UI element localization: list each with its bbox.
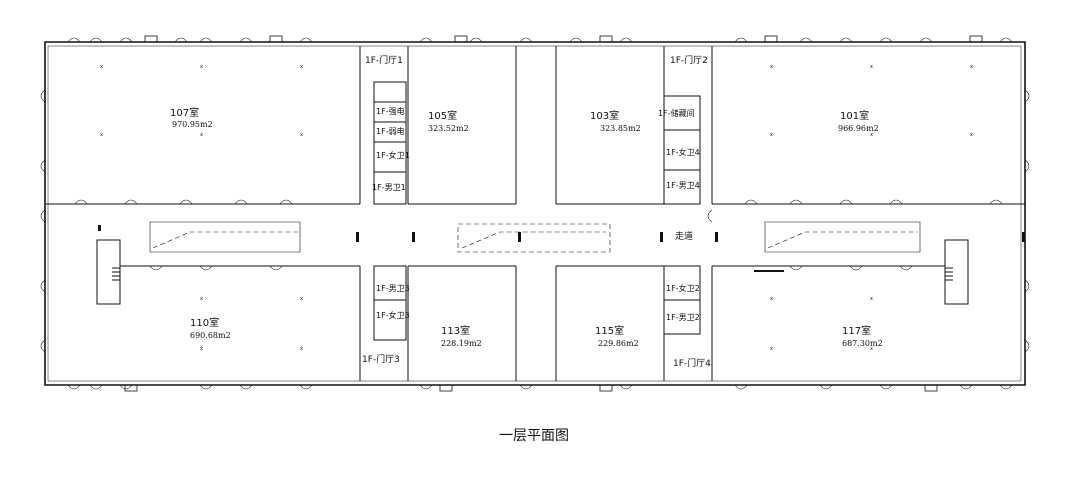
thick-wall-mark (754, 270, 784, 272)
window (599, 35, 613, 43)
service-block-4 (663, 265, 701, 335)
window (454, 35, 468, 43)
grid-mark: x (970, 132, 973, 138)
column (356, 232, 359, 242)
grid-mark: x (870, 346, 873, 352)
female-wc-4-label: 1F-女卫4 (666, 147, 700, 157)
column (715, 232, 718, 242)
grid-mark: x (200, 64, 203, 70)
room-101-name: 101室 (840, 109, 869, 122)
column (1022, 232, 1025, 242)
corridor-zone-right-dash (767, 231, 918, 249)
grid-mark: x (300, 132, 303, 138)
room-107-area: 970.95m2 (172, 120, 213, 129)
service-block-1 (373, 81, 407, 205)
door-swings-side (40, 89, 1030, 353)
column (518, 232, 521, 242)
service-block-1-dividers (374, 101, 406, 173)
room-107-name: 107室 (170, 106, 199, 119)
plan-title: 一层平面图 (499, 428, 569, 444)
room-115-name: 115室 (595, 324, 624, 337)
grid-mark: x (300, 296, 303, 302)
hall-1-label: 1F-门厅1 (365, 54, 403, 66)
grid-mark: x (770, 296, 773, 302)
grid-mark: x (200, 346, 203, 352)
grid-mark: x (300, 64, 303, 70)
hall-2-label: 1F-门厅2 (670, 54, 708, 66)
stair-right-steps (945, 267, 953, 281)
corridor-label: 走道 (675, 230, 693, 242)
grid-mark: x (770, 132, 773, 138)
room-101-area: 966.96m2 (838, 124, 879, 133)
room-113-area: 228.19m2 (441, 339, 482, 348)
grid-mark: x (970, 64, 973, 70)
service-block-3 (373, 265, 407, 341)
grid-mark: x (300, 346, 303, 352)
grid-mark: x (870, 296, 873, 302)
service-block-2 (663, 95, 701, 205)
door-swings-bottom (67, 384, 1013, 390)
room-103-area: 323.85m2 (600, 124, 641, 133)
male-wc-2-label: 1F-男卫2 (666, 313, 700, 322)
room-115-area: 229.86m2 (598, 339, 639, 348)
floor-plan: x x x x x x x x x x x x x x x x x x x x … (40, 35, 1030, 392)
stair-left-steps (112, 267, 120, 281)
female-wc-1-label: 1F-女卫1 (376, 150, 410, 160)
grid-mark: x (870, 132, 873, 138)
female-wc-2-label: 1F-女卫2 (666, 283, 700, 293)
room-105-area: 323.52m2 (428, 124, 469, 133)
outer-wall-inner-line (47, 45, 1022, 382)
room-103-name: 103室 (590, 109, 619, 122)
grid-mark: x (870, 64, 873, 70)
room-110-area: 690.68m2 (190, 331, 231, 340)
window (764, 35, 778, 43)
window (144, 35, 158, 43)
hall-3-label: 1F-门厅3 (362, 353, 400, 365)
corridor-zone-center-dash (461, 231, 606, 249)
column (412, 232, 415, 242)
strong-power-room-label: 1F-强电 (376, 106, 405, 116)
column (660, 232, 663, 242)
grid-mark: x (200, 132, 203, 138)
window (439, 384, 453, 392)
corridor-zone-left-dash (152, 231, 298, 249)
room-110-name: 110室 (190, 316, 219, 329)
grid-mark: x (770, 346, 773, 352)
storage-room-label: 1F-储藏间 (658, 108, 695, 118)
room-117-area: 687.30m2 (842, 339, 883, 348)
corridor-zone-center (457, 223, 611, 253)
female-wc-3-label: 1F-女卫3 (376, 310, 410, 320)
room-117-name: 117室 (842, 324, 871, 337)
grid-mark: x (100, 132, 103, 138)
male-wc-4-label: 1F-男卫4 (666, 181, 700, 190)
room-113-name: 113室 (441, 324, 470, 337)
male-wc-1-label: 1F-男卫1 (372, 183, 406, 192)
male-wc-3-label: 1F-男卫3 (376, 284, 410, 293)
corridor-zone-right (764, 221, 921, 253)
window (969, 35, 983, 43)
weak-power-room-label: 1F-弱电 (376, 126, 405, 136)
grid-mark: x (770, 64, 773, 70)
window (124, 384, 138, 392)
stair-right (944, 239, 969, 305)
grid-mark: x (100, 64, 103, 70)
room-105-name: 105室 (428, 109, 457, 122)
service-block-2-dividers (664, 129, 700, 171)
corridor-zone-left (149, 221, 301, 253)
grid-mark: x (200, 296, 203, 302)
door-swings-corridor (74, 199, 1003, 271)
column (98, 225, 101, 231)
outer-wall (44, 41, 1026, 386)
hall-4-label: 1F-门厅4 (673, 357, 711, 369)
window (599, 384, 613, 392)
window (924, 384, 938, 392)
door-swings-top (67, 37, 1013, 43)
stair-left (96, 239, 121, 305)
window (269, 35, 283, 43)
